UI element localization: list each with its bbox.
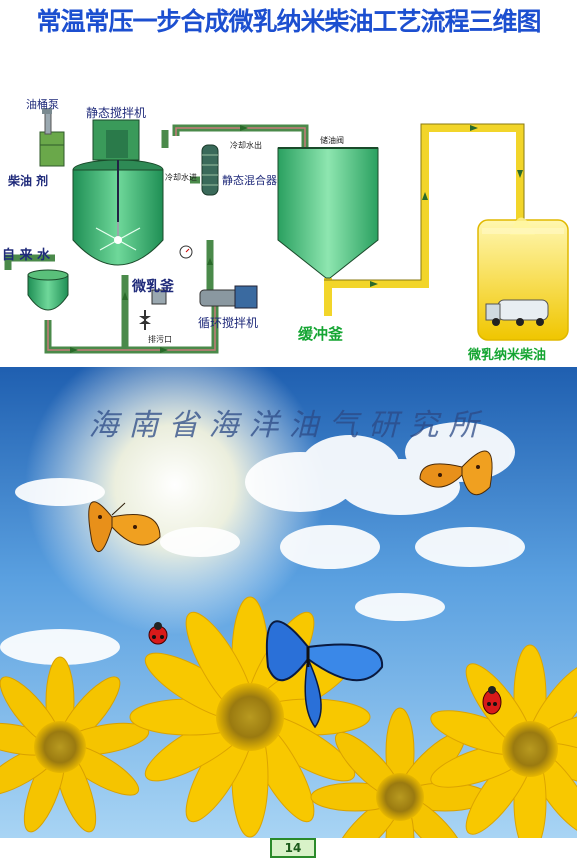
process-diagram-panel: 常温常压一步合成微乳纳米柴油工艺流程三维图 油桶泵 静态搅拌机 柴油 剂 自 来… bbox=[0, 0, 577, 367]
cooling-out-label: 冷却水出 bbox=[230, 141, 262, 150]
sunflower-center bbox=[129, 596, 371, 838]
static-mixer-top-label: 静态搅拌机 bbox=[86, 106, 147, 120]
sunflower-left bbox=[0, 656, 150, 833]
circulation-mixer-label: 循环搅拌机 bbox=[198, 316, 259, 330]
page-title: 常温常压一步合成微乳纳米柴油工艺流程三维图 bbox=[36, 7, 541, 36]
organization-watermark: 海南省海洋油气研究所 bbox=[88, 408, 489, 443]
buffer-tank-label: 缓冲釜 bbox=[298, 325, 344, 343]
sky-flower-illustration bbox=[0, 367, 577, 838]
sunflower-bottom-right bbox=[310, 707, 490, 838]
product-label: 微乳纳米柴油 bbox=[468, 348, 547, 363]
page-number: 14 bbox=[270, 838, 316, 858]
butterfly-blue bbox=[265, 620, 384, 729]
microemulsion-reactor-label: 微乳釜 bbox=[132, 279, 174, 295]
ladybug-right bbox=[482, 686, 502, 715]
butterfly-orange-right bbox=[419, 450, 493, 496]
flow-arrows bbox=[70, 125, 523, 353]
tanker-truck bbox=[485, 299, 549, 326]
yellow-pipe-edges bbox=[324, 123, 525, 281]
pump-label: 油桶泵 bbox=[26, 98, 59, 111]
yellow-pipes bbox=[324, 124, 524, 316]
sun-glow bbox=[25, 367, 325, 635]
oil-valve-label: 储油阀 bbox=[320, 136, 344, 145]
diesel-agent-label: 柴油 剂 bbox=[8, 174, 49, 188]
tap-water-label: 自 来 水 bbox=[2, 248, 51, 263]
butterfly-orange-left bbox=[88, 501, 161, 553]
static-mixer-label: 静态混合器 bbox=[222, 174, 277, 187]
process-flow-diagram bbox=[4, 108, 569, 354]
ladybug-left bbox=[148, 622, 168, 645]
drain-valve bbox=[139, 310, 151, 330]
water-tank bbox=[27, 269, 69, 311]
pressure-gauge bbox=[179, 245, 193, 259]
cooling-in-label: 冷却水进 bbox=[165, 173, 197, 182]
buffer-tank bbox=[277, 147, 379, 279]
static-mixer-column bbox=[201, 144, 219, 196]
circulation-pump bbox=[151, 285, 258, 309]
microemulsion-reactor bbox=[72, 119, 164, 266]
oil-drum bbox=[39, 108, 65, 167]
sunflower-scene bbox=[0, 367, 577, 838]
drain-label: 排污口 bbox=[148, 335, 172, 344]
